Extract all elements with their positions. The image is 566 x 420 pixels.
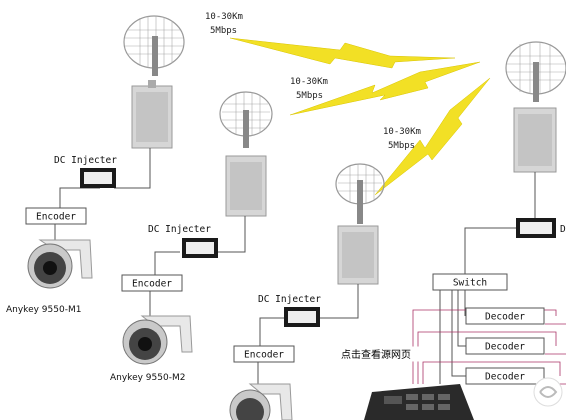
wire-injector1-encoder (59, 187, 100, 208)
switch-label: Switch (453, 278, 487, 289)
encoder-3: Encoder (233, 345, 295, 363)
link-2-distance: 10-30Km (290, 77, 328, 87)
decoder-2-label: Decoder (485, 342, 525, 353)
wire-injector2-encoder (154, 251, 180, 275)
encoder-2: Encoder (121, 274, 183, 292)
ptz-camera-1 (27, 239, 93, 289)
wire-unit1-injector (114, 148, 151, 189)
dc-injector-base (516, 218, 556, 238)
grid-antenna-2 (219, 91, 273, 148)
wire-baseinjector-switch (464, 227, 518, 274)
injector-2-label: DC Injecter (148, 224, 211, 235)
link-3-rate: 5Mbps (388, 141, 415, 151)
wire-unit3-injector (318, 284, 359, 319)
dc-injector-1 (80, 168, 116, 188)
camera-1-model: Anykey 9550-M1 (6, 305, 81, 315)
decoder-1-label: Decoder (485, 312, 525, 323)
radio-unit-base (513, 107, 557, 173)
encoder-1-label: Encoder (36, 212, 76, 223)
link-3-distance: 10-30Km (383, 127, 421, 137)
camera-2-model: Anykey 9550-M2 (110, 373, 185, 383)
ptz-camera-2 (122, 315, 193, 365)
decoder-3-label: Decoder (485, 372, 525, 383)
decoder-2: Decoder (465, 337, 545, 355)
view-source-caption[interactable]: 点击查看源网页 (341, 348, 411, 361)
decoder-output-wires (412, 309, 566, 385)
wireless-link-bolt-1 (229, 37, 456, 69)
encoder-1: Encoder (25, 207, 87, 225)
cut-off-label: D (560, 224, 566, 235)
radio-unit-1 (131, 80, 173, 149)
link-1-rate: 5Mbps (210, 26, 237, 36)
radio-unit-3 (337, 225, 379, 285)
control-keyboard (364, 384, 474, 420)
grid-antenna-1 (123, 15, 185, 76)
radio-unit-2 (225, 155, 267, 217)
wire-switch-decoder2 (457, 290, 466, 347)
wire-switch-decoder3 (451, 290, 466, 377)
watermark-logo (533, 377, 563, 407)
wire-injector3-encoder (259, 317, 286, 346)
dc-injector-3 (284, 307, 320, 327)
ptz-camera-3 (229, 383, 293, 420)
grid-antenna-3 (335, 163, 385, 224)
wire-unit2-injector (218, 216, 246, 253)
encoder-3-label: Encoder (244, 350, 284, 361)
wireless-link-bolt-3 (374, 77, 491, 196)
grid-antenna-base (505, 41, 566, 102)
link-2-rate: 5Mbps (296, 91, 323, 101)
wireless-link-bolt-2 (289, 61, 481, 116)
injector-1-label: DC Injecter (54, 155, 117, 166)
decoder-1: Decoder (465, 307, 545, 325)
view-source-caption-box[interactable]: 点击查看源网页 (339, 346, 421, 362)
injector-3-label: DC Injecter (258, 294, 321, 305)
encoder-2-label: Encoder (132, 279, 172, 290)
dc-injector-2 (182, 238, 218, 258)
decoder-3: Decoder (465, 367, 545, 385)
network-switch: Switch (432, 273, 508, 291)
link-1-distance: 10-30Km (205, 12, 243, 22)
